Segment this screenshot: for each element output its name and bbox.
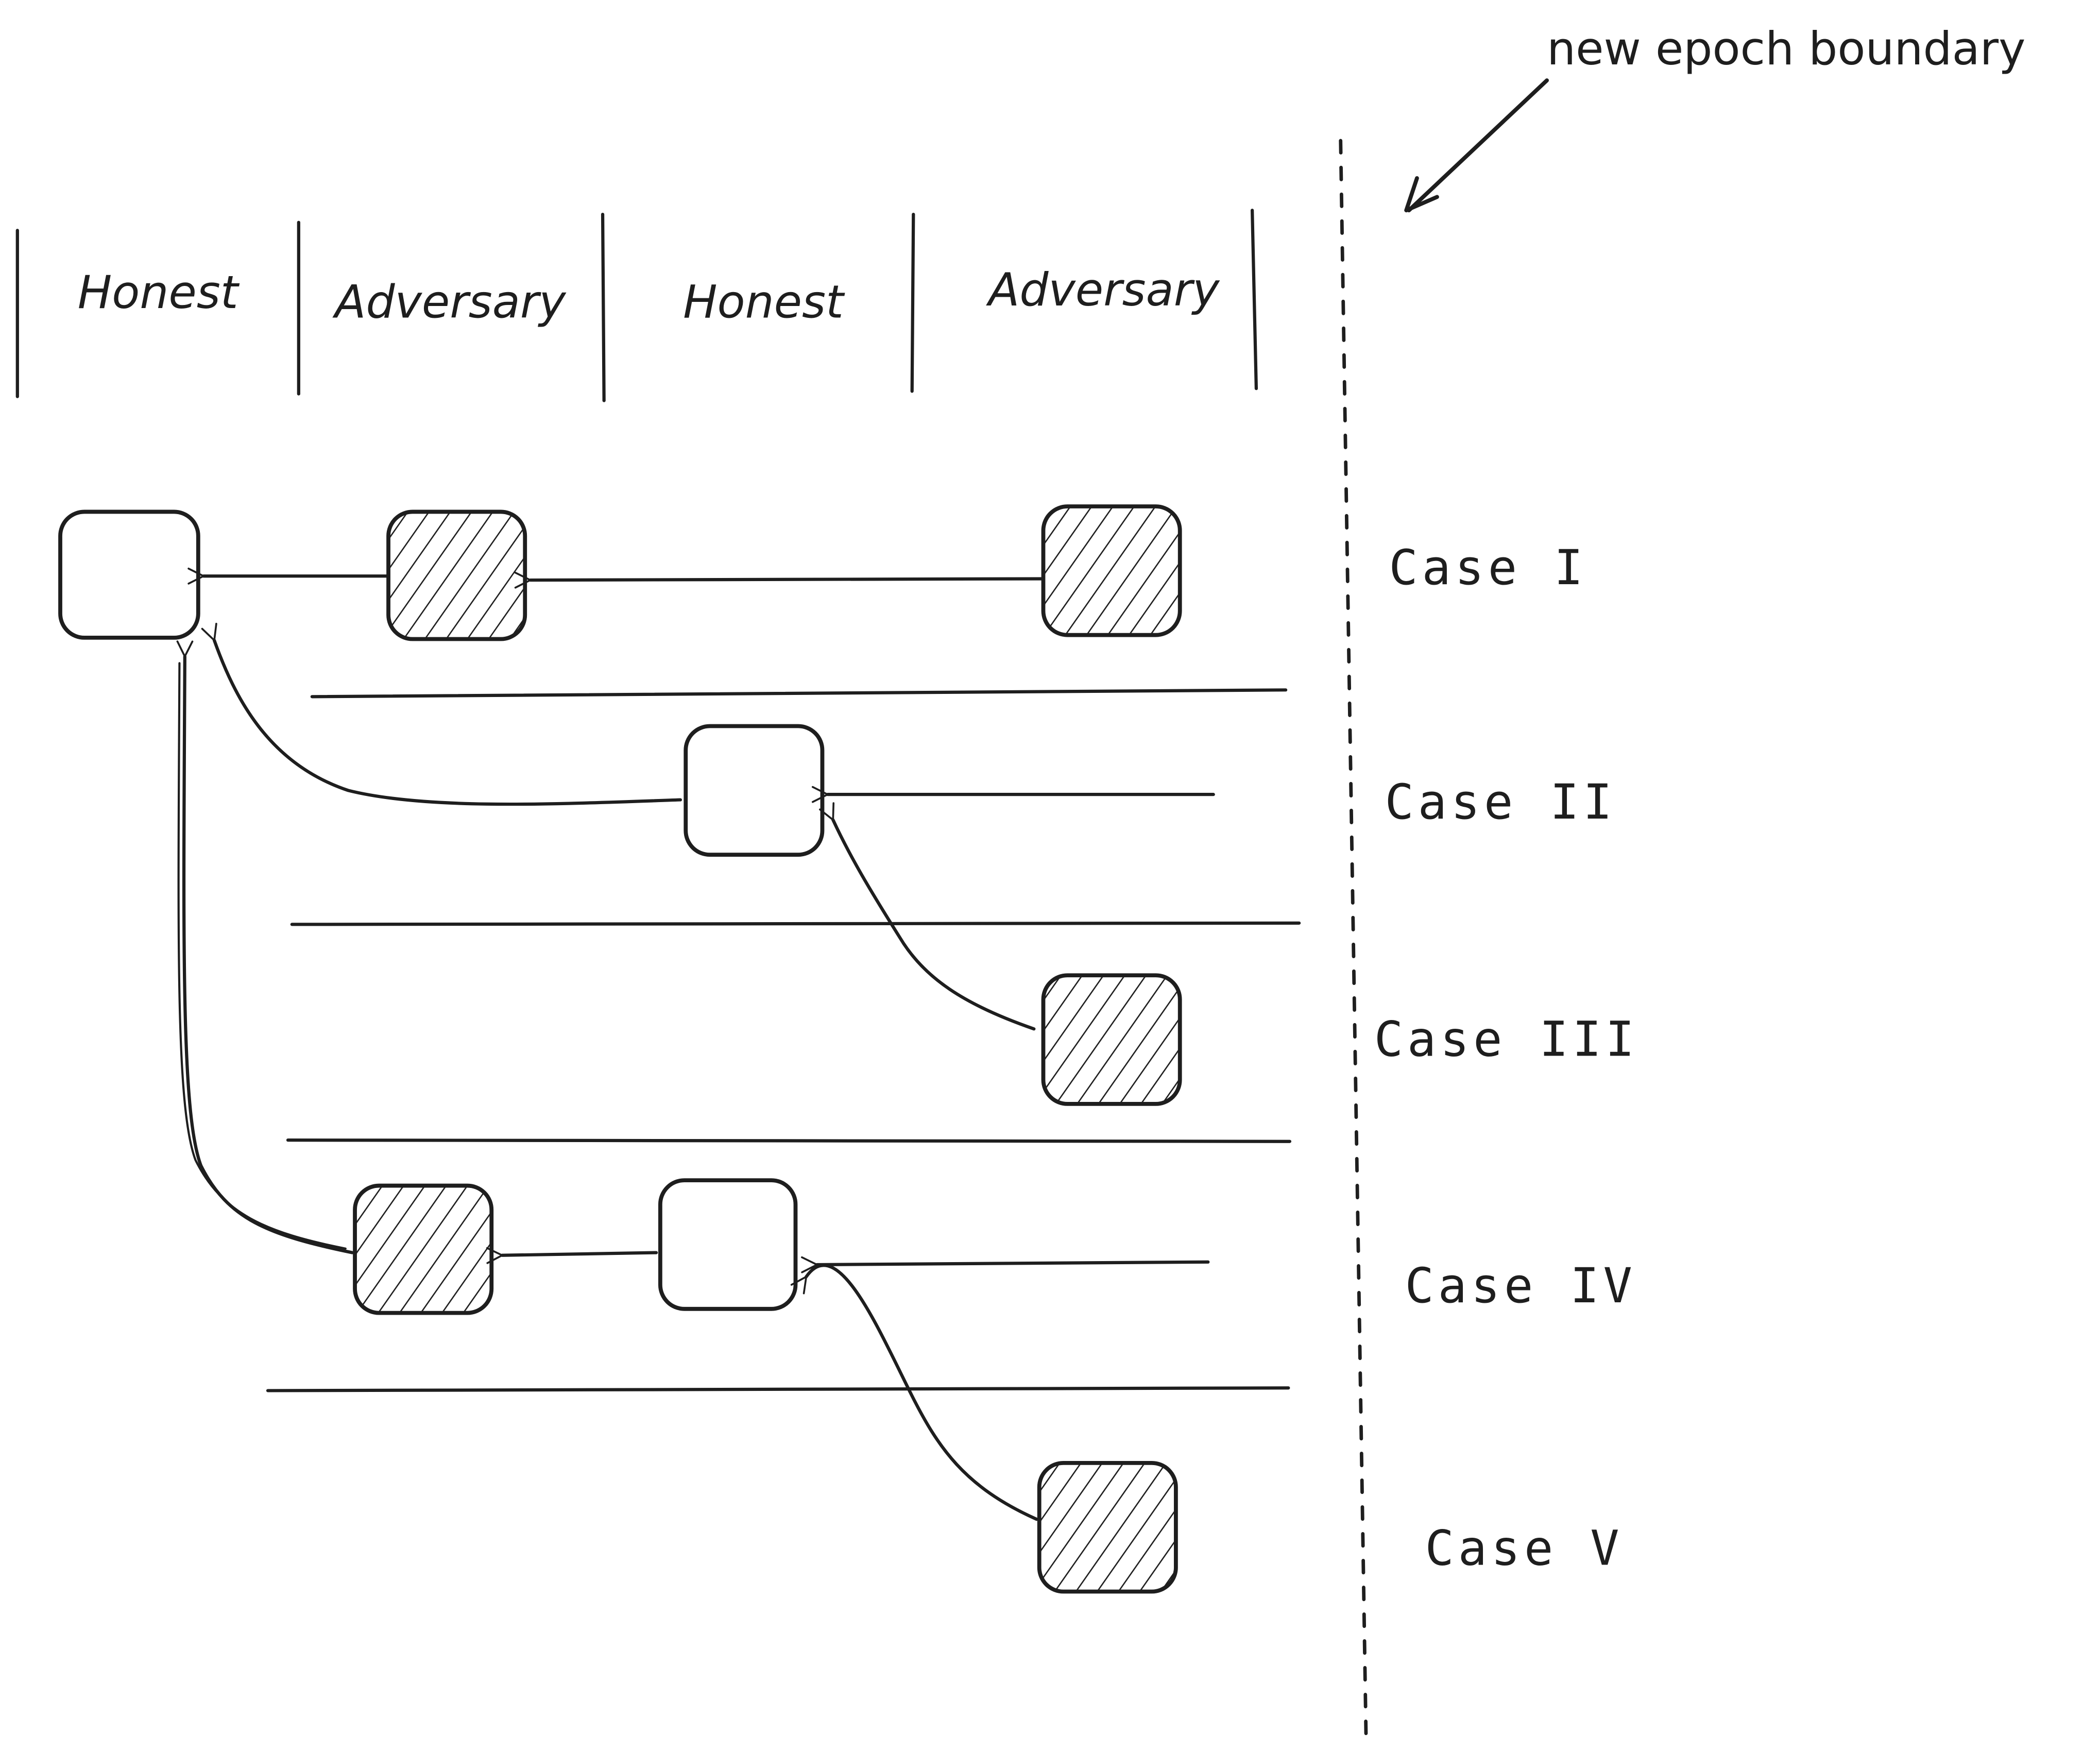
slot-separator [910, 212, 915, 393]
case-separator [310, 688, 1288, 699]
arrow-case1-adv-to-adv [531, 579, 1045, 580]
adversary-block-case1-a [386, 509, 527, 641]
adversary-block-case5 [1037, 1460, 1178, 1594]
arrow-down-left-icon [1404, 78, 1549, 213]
case-label-2: Case II [1385, 774, 1616, 830]
slot-header-honest-1: Honest [78, 266, 240, 319]
adversary-block-case1-b [1041, 504, 1182, 637]
epoch-boundary-line [1339, 139, 1368, 1741]
arrow-case3-to-case2 [833, 820, 1036, 1031]
adversary-block-case3 [1041, 973, 1182, 1106]
honest-block-case4 [658, 1178, 798, 1311]
slot-header-adversary-1: Adversary [332, 275, 567, 328]
case-separators [266, 688, 1301, 1392]
arrow-case2-to-root [214, 640, 682, 806]
case-separator [266, 1386, 1290, 1392]
case-label-4: Case IV [1405, 1258, 1636, 1314]
arrow-case4-honest-to-adv [502, 1253, 658, 1255]
slot-separator [601, 212, 606, 402]
slot-separator [1250, 209, 1258, 390]
adversary-block-case4 [353, 1183, 494, 1315]
honest-block-root [58, 509, 200, 640]
parent-arrows [177, 576, 1215, 1521]
slot-header-honest-2: Honest [683, 275, 845, 328]
honest-block-case2 [684, 724, 825, 857]
case-label-3: Case III [1374, 1011, 1638, 1067]
case-label-1: Case I [1389, 540, 1587, 596]
epoch-boundary-label: new epoch boundary [1547, 22, 2025, 75]
arrow-case5-to-case4 [806, 1264, 1038, 1521]
arrow-case4-to-root [184, 656, 354, 1254]
slot-header-adversary-2: Adversary [986, 263, 1220, 316]
arrow-case4-incoming [817, 1262, 1210, 1265]
slot-separators [15, 209, 1258, 402]
arrow-case4-to-root-sketch [177, 662, 347, 1250]
case-label-5: Case V [1425, 1521, 1624, 1577]
case-separator [290, 921, 1301, 926]
case-separator [286, 1138, 1292, 1143]
